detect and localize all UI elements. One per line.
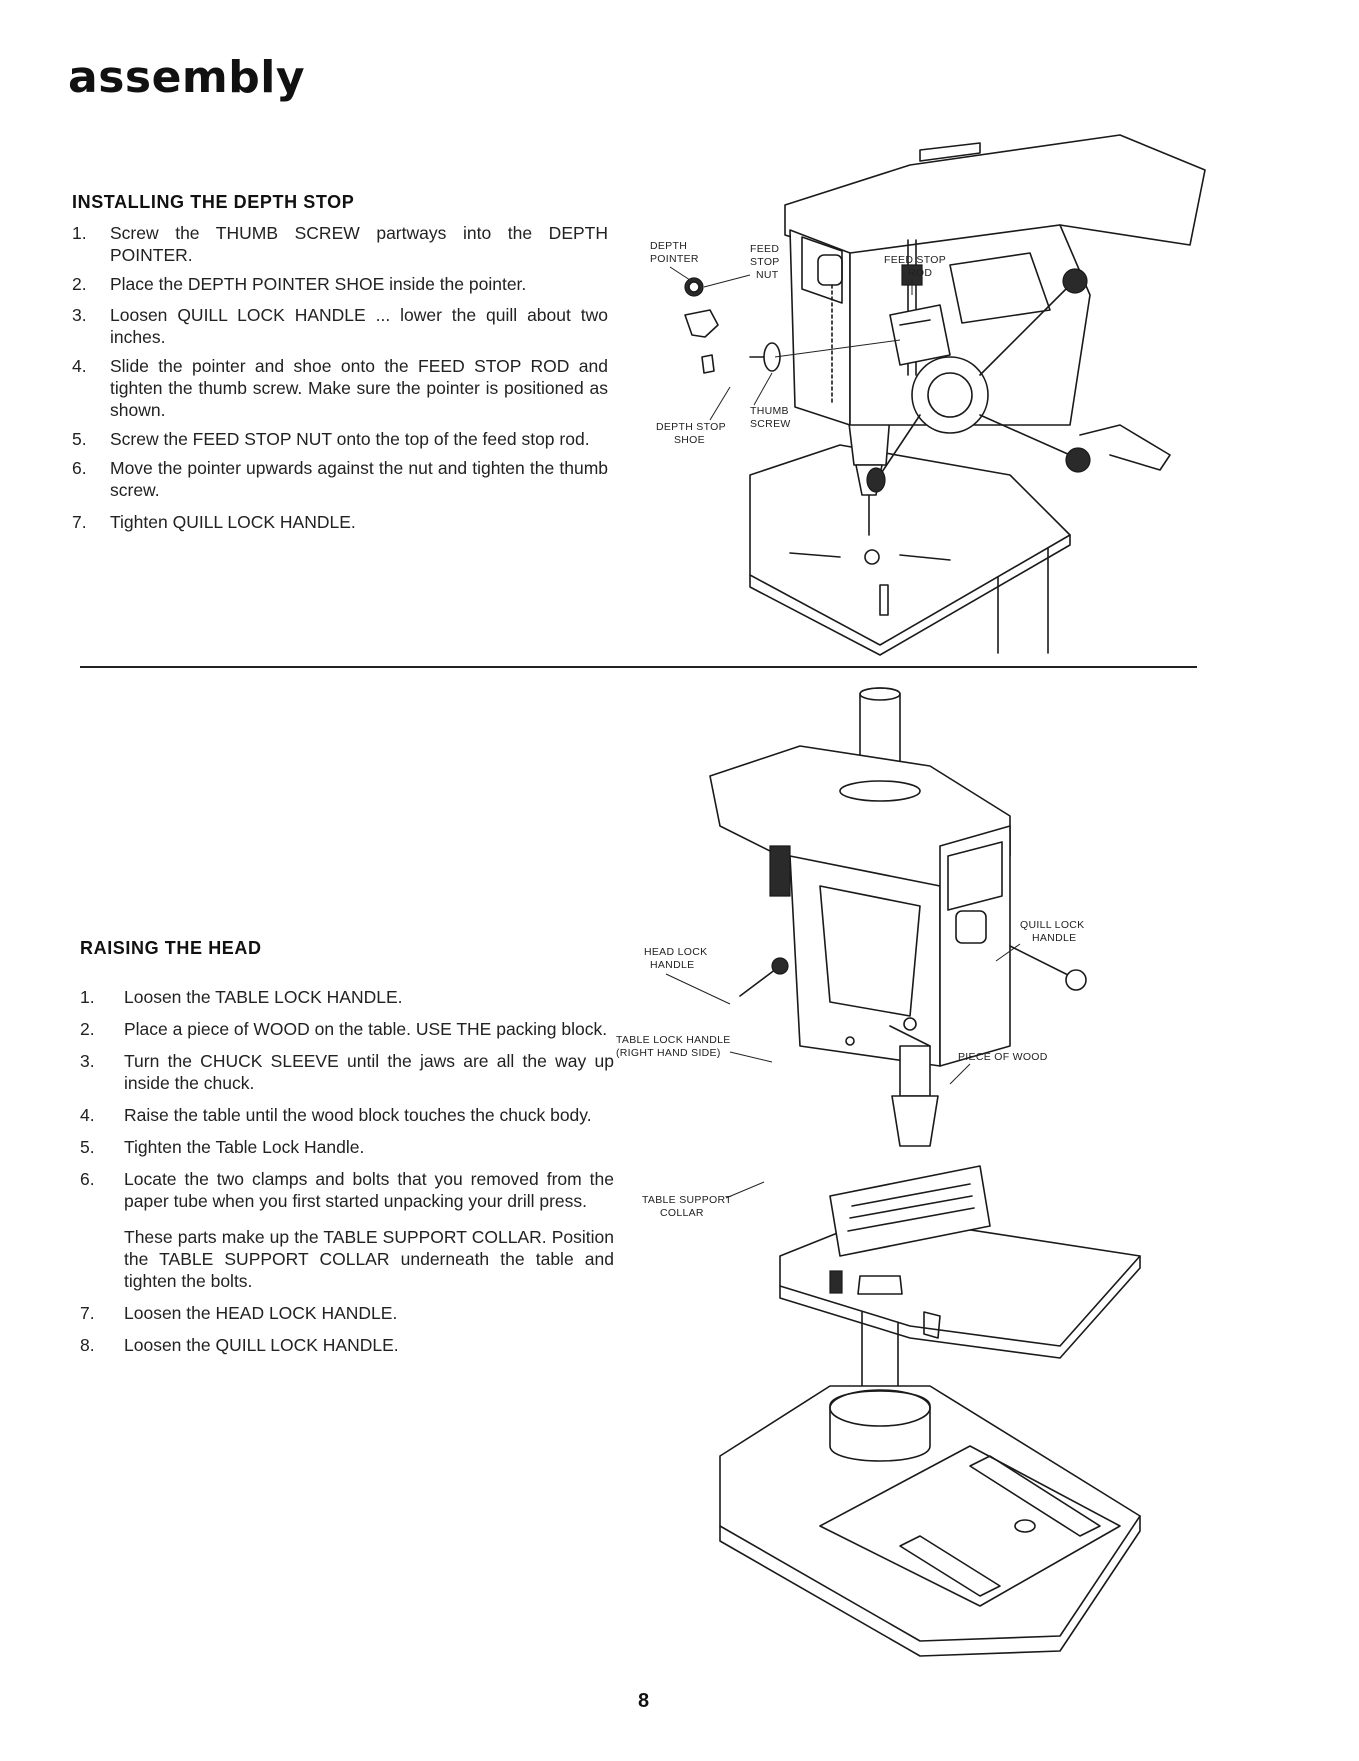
step-6-note-item: These parts make up the TABLE SUPPORT CO… — [80, 1226, 614, 1292]
step-text: Loosen the HEAD LOCK HANDLE. — [124, 1303, 398, 1323]
depth-stop-steps: 1. Screw the THUMB SCREW partways into t… — [72, 222, 608, 533]
label-thumb-screw: THUMB SCREW — [750, 372, 791, 430]
list-item: 4. Slide the pointer and shoe onto the F… — [72, 355, 608, 421]
list-item: 8. Loosen the QUILL LOCK HANDLE. — [80, 1334, 614, 1356]
exploded-parts-drawing — [684, 277, 901, 374]
label-text: DEPTH STOP — [656, 421, 726, 433]
step-text: Screw the FEED STOP NUT onto the top of … — [110, 429, 590, 449]
step-text: Place a piece of WOOD on the table. USE … — [124, 1019, 608, 1039]
step-text: Place the DEPTH POINTER SHOE inside the … — [110, 274, 527, 294]
step-text: Screw the THUMB SCREW partways into the … — [110, 223, 608, 265]
step-number: 7. — [80, 1303, 95, 1323]
table-drawing — [749, 444, 1071, 656]
list-item: 5. Tighten the Table Lock Handle. — [80, 1136, 614, 1158]
list-item: 2. Place the DEPTH POINTER SHOE inside t… — [72, 273, 608, 295]
handles-drawing — [739, 945, 1087, 1047]
list-item: 3. Turn the CHUCK SLEEVE until the jaws … — [80, 1050, 614, 1094]
step-number: 1. — [72, 223, 87, 243]
label-depth-pointer: DEPTH POINTER — [650, 240, 699, 281]
label-text: TABLE LOCK HANDLE — [616, 1034, 731, 1046]
list-item: 2. Place a piece of WOOD on the table. U… — [80, 1018, 614, 1040]
step-text: Turn the CHUCK SLEEVE until the jaws are… — [124, 1051, 614, 1093]
label-text: ROD — [908, 267, 932, 279]
feed-handles-drawing — [866, 268, 1171, 493]
depth-stop-heading: INSTALLING THE DEPTH STOP — [72, 192, 355, 212]
label-text: POINTER — [650, 253, 699, 265]
step-text: Slide the pointer and shoe onto the FEED… — [110, 356, 608, 420]
label-text: (RIGHT HAND SIDE) — [616, 1047, 721, 1059]
step-number: 4. — [80, 1105, 95, 1125]
step-text: Raise the table until the wood block tou… — [124, 1105, 592, 1125]
step-number: 6. — [72, 458, 87, 478]
list-item: 1. Loosen the TABLE LOCK HANDLE. — [80, 986, 614, 1008]
step-number: 8. — [80, 1335, 95, 1355]
section-divider — [80, 666, 1197, 668]
label-text: PIECE OF WOOD — [958, 1051, 1048, 1063]
label-feed-stop-nut: FEED STOP NUT — [703, 243, 780, 288]
label-text: NUT — [756, 269, 779, 281]
raising-head-heading: RAISING THE HEAD — [80, 938, 262, 958]
label-text: HANDLE — [1032, 932, 1076, 944]
label-feed-stop-rod: FEED STOP ROD — [884, 254, 946, 295]
list-item: 6. Move the pointer upwards against the … — [72, 457, 608, 501]
label-depth-stop-shoe: DEPTH STOP SHOE — [656, 386, 731, 446]
label-text: DEPTH — [650, 240, 687, 252]
label-text: THUMB — [750, 405, 789, 417]
label-text: SCREW — [750, 418, 791, 430]
page-number: 8 — [638, 1690, 650, 1712]
label-quill-lock-handle: QUILL LOCK HANDLE — [995, 919, 1084, 962]
label-text: QUILL LOCK — [1020, 919, 1084, 931]
label-text: FEED — [750, 243, 779, 255]
list-item: 3. Loosen QUILL LOCK HANDLE ... lower th… — [72, 304, 608, 348]
step-text: Loosen QUILL LOCK HANDLE ... lower the q… — [110, 305, 608, 347]
step-text: Locate the two clamps and bolts that you… — [124, 1169, 614, 1211]
step-number: 3. — [72, 305, 87, 325]
list-item: 7. Tighten QUILL LOCK HANDLE. — [72, 511, 608, 533]
list-item: 1. Screw the THUMB SCREW partways into t… — [72, 222, 608, 266]
raising-head-illustration: QUILL LOCK HANDLE HEAD LOCK HANDLE TABLE… — [616, 687, 1141, 1657]
label-text: COLLAR — [660, 1207, 704, 1219]
page-title: assembly — [68, 52, 306, 103]
head-drawing — [709, 745, 1011, 1067]
step-text: Tighten the Table Lock Handle. — [124, 1137, 365, 1157]
list-item: 7. Loosen the HEAD LOCK HANDLE. — [80, 1302, 614, 1324]
label-text: HANDLE — [650, 959, 694, 971]
step-number: 7. — [72, 512, 87, 532]
label-piece-of-wood: PIECE OF WOOD — [949, 1051, 1048, 1085]
step-text: Loosen the TABLE LOCK HANDLE. — [124, 987, 403, 1007]
raising-head-steps: 1. Loosen the TABLE LOCK HANDLE. 2. Plac… — [80, 986, 614, 1356]
label-text: SHOE — [674, 434, 705, 446]
step-number: 4. — [72, 356, 87, 376]
step-number: 5. — [80, 1137, 95, 1157]
list-item: 6. Locate the two clamps and bolts that … — [80, 1168, 614, 1212]
step-number: 5. — [72, 429, 87, 449]
table-drawing — [779, 1165, 1141, 1359]
step-text: Loosen the QUILL LOCK HANDLE. — [124, 1335, 399, 1355]
list-item: 5. Screw the FEED STOP NUT onto the top … — [72, 428, 608, 450]
step-number: 2. — [80, 1019, 95, 1039]
label-text: HEAD LOCK — [644, 946, 707, 958]
label-table-support-collar: TABLE SUPPORT COLLAR — [642, 1181, 765, 1219]
chuck-drawing — [891, 1045, 939, 1147]
depth-stop-illustration: DEPTH POINTER FEED STOP NUT FEED STOP RO… — [650, 134, 1206, 656]
head-drawing — [784, 134, 1206, 426]
step-number: 2. — [72, 274, 87, 294]
depth-pointer-drawing — [889, 304, 951, 366]
label-table-lock-handle: TABLE LOCK HANDLE (RIGHT HAND SIDE) — [616, 1034, 773, 1063]
step-text: Move the pointer upwards against the nut… — [110, 458, 608, 500]
label-text: STOP — [750, 256, 780, 268]
label-text: TABLE SUPPORT — [642, 1194, 732, 1206]
base-drawing — [719, 1385, 1141, 1657]
step-text: Tighten QUILL LOCK HANDLE. — [110, 512, 356, 532]
step-number: 1. — [80, 987, 95, 1007]
step-6-note: These parts make up the TABLE SUPPORT CO… — [124, 1227, 614, 1291]
step-number: 3. — [80, 1051, 95, 1071]
label-head-lock-handle: HEAD LOCK HANDLE — [644, 946, 731, 1005]
label-text: FEED STOP — [884, 254, 946, 266]
list-item: 4. Raise the table until the wood block … — [80, 1104, 614, 1126]
step-number: 6. — [80, 1169, 95, 1189]
